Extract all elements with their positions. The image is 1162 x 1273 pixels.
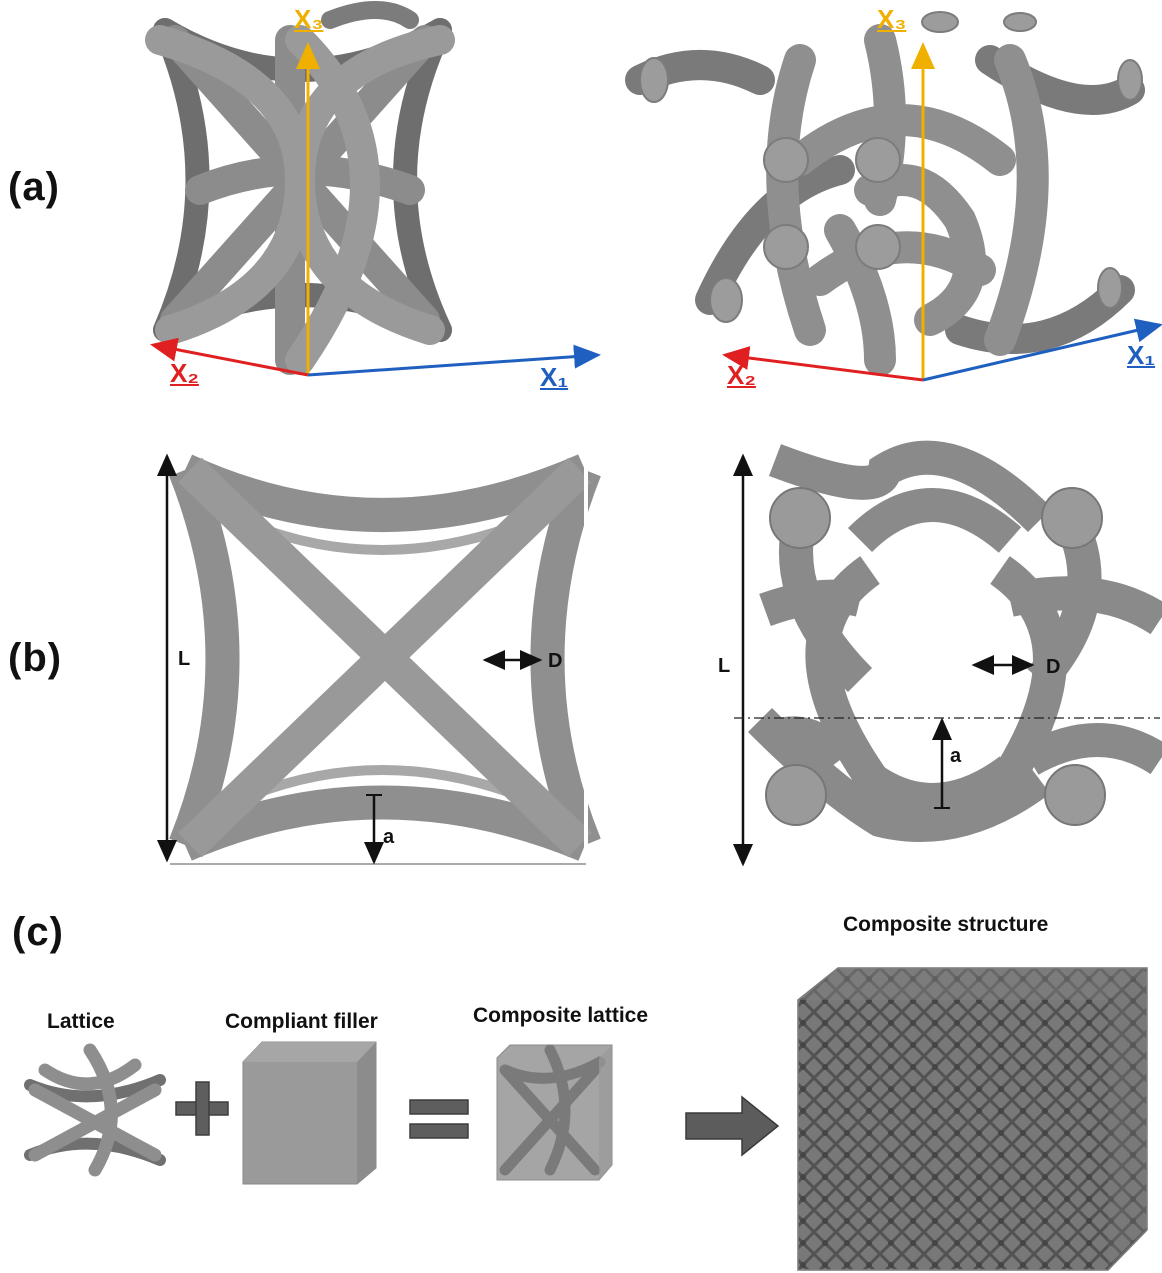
lattice-front-view: [164, 450, 601, 866]
axes-right: [722, 42, 1162, 382]
axis-x1-right: X₁: [1127, 340, 1156, 370]
lattice-3d-view: [145, 1, 455, 375]
caption-composite-structure: Composite structure: [843, 913, 1049, 936]
dim-a-right: a: [950, 745, 962, 767]
caption-compliant-filler: Compliant filler: [225, 1010, 378, 1033]
axis-x2-right: X₂: [727, 360, 756, 390]
dim-L-left: L: [178, 648, 191, 670]
dims-right: [733, 453, 1160, 867]
right-arrow: [685, 1095, 780, 1157]
filler-cube: [242, 1041, 377, 1185]
axis-x1-left: X₁: [540, 362, 569, 392]
panel-label-c: (c): [12, 910, 64, 954]
dim-L-right: L: [718, 655, 731, 677]
dims-left: [157, 453, 586, 865]
ring-front-view: [747, 440, 1162, 842]
axis-x2-left: X₂: [170, 358, 199, 388]
axes-left: [150, 42, 601, 377]
ring-lattice-3d-view: [625, 11, 1145, 376]
dim-a-left: a: [383, 826, 395, 848]
small-lattice: [24, 1043, 166, 1177]
composite-structure-cube: [797, 967, 1148, 1271]
caption-composite-lattice: Composite lattice: [473, 1004, 649, 1027]
dim-D-right: D: [1046, 656, 1061, 678]
axis-x3-left: X₃: [294, 4, 324, 34]
axis-x3-right: X₃: [877, 4, 907, 34]
composite-lattice-cube: [496, 1044, 613, 1181]
equals-sign: [409, 1099, 469, 1139]
panel-label-a: (a): [8, 165, 60, 209]
dim-D-left: D: [548, 650, 563, 672]
caption-lattice: Lattice: [47, 1010, 115, 1033]
panel-label-b: (b): [8, 636, 63, 680]
plus-sign: [175, 1081, 229, 1136]
